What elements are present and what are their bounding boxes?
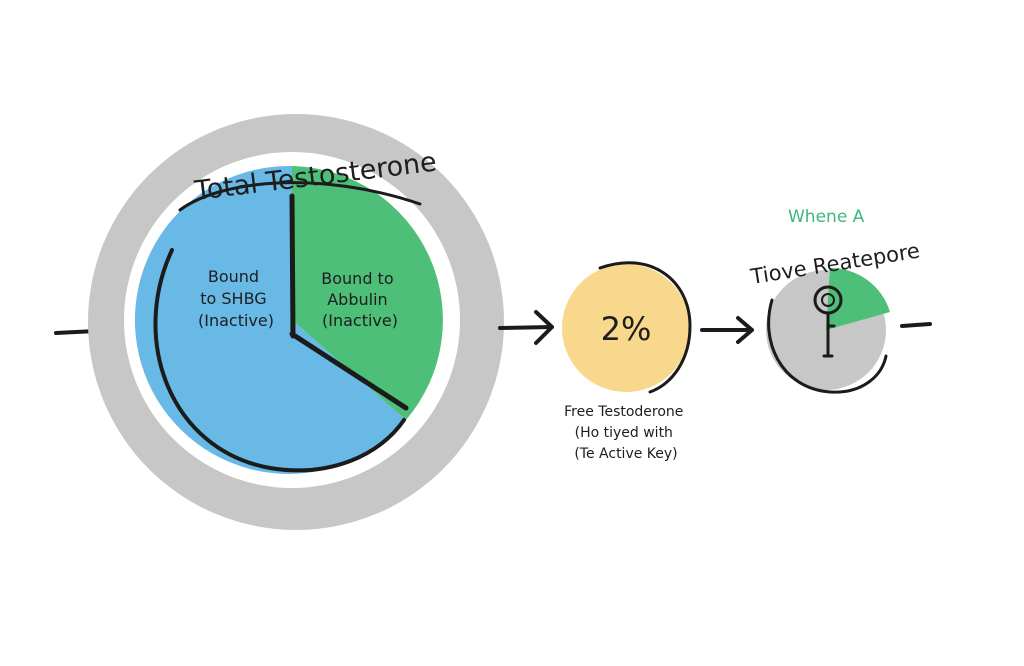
receptor-tail-line (900, 322, 932, 328)
albumin-slice (292, 166, 443, 420)
receptor-green-wedge (826, 267, 890, 330)
pie-divider-vertical (289, 193, 296, 339)
title-underline-arc (178, 181, 422, 212)
arrow-total-to-free (498, 310, 554, 345)
arrow-free-to-receptor (700, 316, 754, 344)
shbg-label-line1: Bound (208, 267, 259, 286)
shbg-label-line3: (Inactive) (198, 311, 274, 330)
free-caption-line1: Free Testoderone (564, 404, 683, 420)
free-caption: Free Testoderone (Ho tiyed with (Te Acti… (564, 404, 688, 462)
key-icon (813, 285, 843, 358)
free-caption-line3: (Te Active Key) (574, 446, 677, 462)
shbg-label: Bound to SHBG (Inactive) (198, 267, 274, 330)
free-percent: 2% (601, 310, 652, 348)
albumin-label-line3: (Inactive) (322, 311, 398, 330)
albumin-label: Bound to Abbulin (Inactive) (321, 269, 398, 330)
free-circle (562, 264, 690, 392)
pie-divider-diagonal (289, 331, 409, 411)
receptor-outline (767, 298, 888, 394)
albumin-label-line2: Abbulin (327, 290, 387, 309)
albumin-label-line1: Bound to (321, 269, 393, 288)
receptor-top-label: Whene A (788, 207, 865, 227)
free-caption-line2: (Ho tiyed with (575, 425, 673, 441)
shbg-label-line2: to SHBG (200, 289, 266, 308)
pie-outline-arc (153, 248, 406, 473)
free-circle-outline (598, 261, 692, 394)
shbg-slice (134, 165, 406, 474)
